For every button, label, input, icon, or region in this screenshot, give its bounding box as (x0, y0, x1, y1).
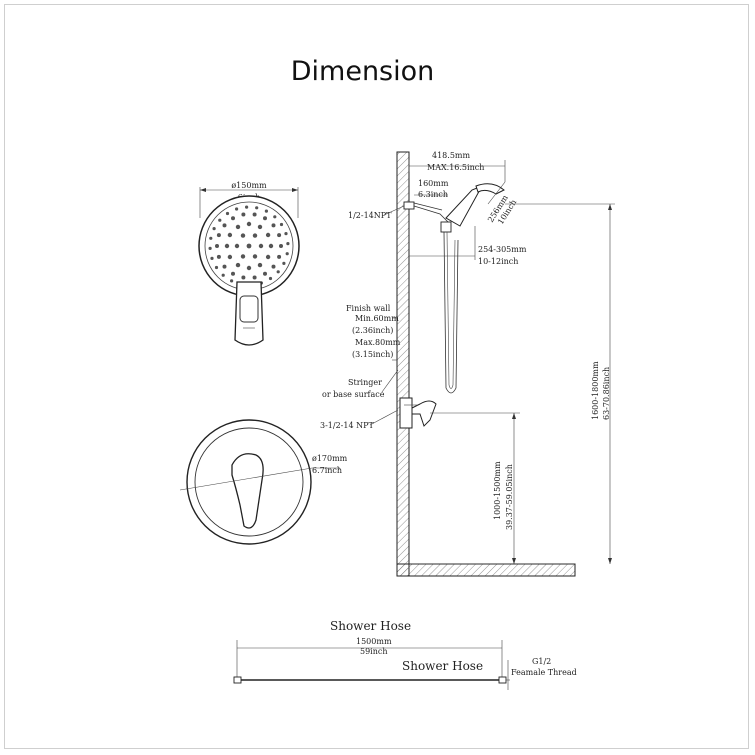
nozzle-dot (279, 222, 284, 227)
thread-size: G1/2 (532, 657, 551, 666)
wall-section (396, 151, 576, 577)
nozzle-dot (241, 275, 246, 280)
arm-dimensions: 418.5mm MAX.16.5inch 160mm 6.3inch 256mm… (408, 151, 615, 266)
head-height-in: 63-70.86inch (602, 367, 611, 420)
nozzle-dot (279, 244, 283, 248)
page-title: Dimension (290, 56, 435, 87)
nozzle-dot (222, 223, 227, 228)
nozzle-dot (224, 243, 230, 249)
nozzle-dot (208, 246, 212, 250)
nozzle-dot (215, 244, 219, 248)
hose-label-inline: Shower Hose (402, 659, 483, 673)
valve-side-view (399, 397, 437, 429)
shower-arm-side-view (403, 183, 505, 394)
nozzle-dot (235, 224, 241, 230)
nozzle-dot (212, 227, 216, 231)
finish-wall-min-in: (2.36inch) (352, 326, 393, 335)
nozzle-dot (285, 252, 289, 256)
nozzle-dot (273, 215, 277, 219)
nozzle-dot (284, 232, 288, 236)
nozzle-dot (235, 262, 241, 268)
npt-valve-label: 3-1/2-14 NPT (320, 421, 374, 430)
nozzle-dot (240, 233, 246, 238)
nozzle-dot (231, 271, 235, 276)
finish-wall-max-mm: Max.80mm (355, 338, 401, 347)
nozzle-dot (252, 212, 257, 217)
nozzle-dot (216, 233, 221, 238)
nozzle-dot (246, 243, 252, 249)
nozzle-dot (276, 270, 280, 274)
page-frame (4, 4, 749, 749)
nozzle-dot (268, 276, 273, 281)
nozzle-dot (282, 261, 286, 265)
finish-wall-label: Finish wall (346, 304, 391, 313)
nozzle-dot (241, 212, 246, 217)
nozzle-dot (231, 216, 235, 221)
nozzle-dot (263, 216, 267, 221)
nozzle-dot (209, 236, 213, 240)
head-height-mm: 1600-1800mm (591, 361, 600, 420)
arm-length-in: MAX.16.5inch (427, 163, 484, 172)
nozzle-dot (271, 264, 276, 269)
nozzle-dot (252, 254, 258, 259)
arm-length-mm: 418.5mm (432, 151, 470, 160)
npt-top-label: 1/2-14NPT (348, 211, 392, 220)
stringer-label-2: or base surface (322, 390, 385, 399)
nozzle-dot (216, 254, 221, 259)
nozzle-dot (257, 224, 263, 230)
nozzle-dot (258, 243, 264, 249)
nozzle-dot (277, 254, 282, 259)
nozzle-dot (252, 233, 258, 238)
nozzle-dot (210, 256, 214, 260)
nozzle-dot (265, 232, 271, 238)
trim-diameter-mm: ø170mm (312, 454, 348, 463)
holder-in: 10-12inch (478, 257, 518, 266)
finish-wall-min-mm: Min.60mm (355, 314, 399, 323)
nozzle-dot (227, 254, 233, 260)
nozzle-dot (218, 218, 222, 222)
nozzle-dot (263, 271, 267, 276)
holder-mm: 254-305mm (478, 245, 527, 254)
hose-length-mm: 1500mm (356, 637, 392, 646)
finish-wall-max-in: (3.15inch) (352, 350, 393, 359)
valve-height-in: 39.37-59.05inch (505, 464, 514, 530)
nozzle-dot (234, 243, 240, 249)
wall-annotations: 1/2-14NPT Finish wall Min.60mm (2.36inch… (320, 205, 405, 430)
hose-length-in: 59inch (360, 647, 388, 656)
nozzle-dot (222, 264, 227, 269)
nozzle-dot (286, 242, 290, 246)
nozzle-dot (227, 232, 233, 238)
nozzle-dot (277, 233, 282, 238)
nozzle-dot (246, 265, 252, 271)
nozzle-dot (225, 211, 230, 216)
valve-height-mm: 1000-1500mm (493, 461, 502, 520)
nozzle-dot (268, 243, 274, 249)
shower-hose-drawing: Shower Hose 1500mm 59inch Shower Hose G1… (233, 619, 577, 690)
height-dimensions: 1000-1500mm 39.37-59.05inch 1600-1800mm … (430, 204, 612, 564)
nozzle-dot (221, 273, 225, 277)
nozzle-dot (264, 209, 268, 213)
nozzle-dot (240, 254, 246, 259)
nozzle-dot (214, 265, 219, 270)
nozzle-dot (235, 207, 239, 211)
arm-drop-mm: 160mm (418, 179, 449, 188)
nozzle-dot (265, 254, 271, 260)
hose-label-top: Shower Hose (330, 619, 411, 633)
nozzle-dot (257, 262, 263, 268)
trim-diameter-in: 6.7inch (312, 466, 342, 475)
nozzle-dot (252, 275, 257, 280)
nozzle-dot (246, 221, 252, 227)
shower-head-front-view: ø150mm 6inch (198, 181, 300, 346)
trim-plate-front-view: ø170mm 6.7inch (179, 419, 348, 545)
stringer-label: Stringer (348, 378, 382, 387)
nozzle-dot (245, 205, 249, 209)
arm-drop-in: 6.3inch (418, 190, 448, 199)
head-diameter-mm: ø150mm (231, 181, 267, 190)
thread-type: Feamale Thread (511, 668, 577, 677)
nozzle-dot (230, 279, 234, 283)
nozzle-dot (271, 223, 276, 228)
nozzle-dot (255, 206, 259, 210)
